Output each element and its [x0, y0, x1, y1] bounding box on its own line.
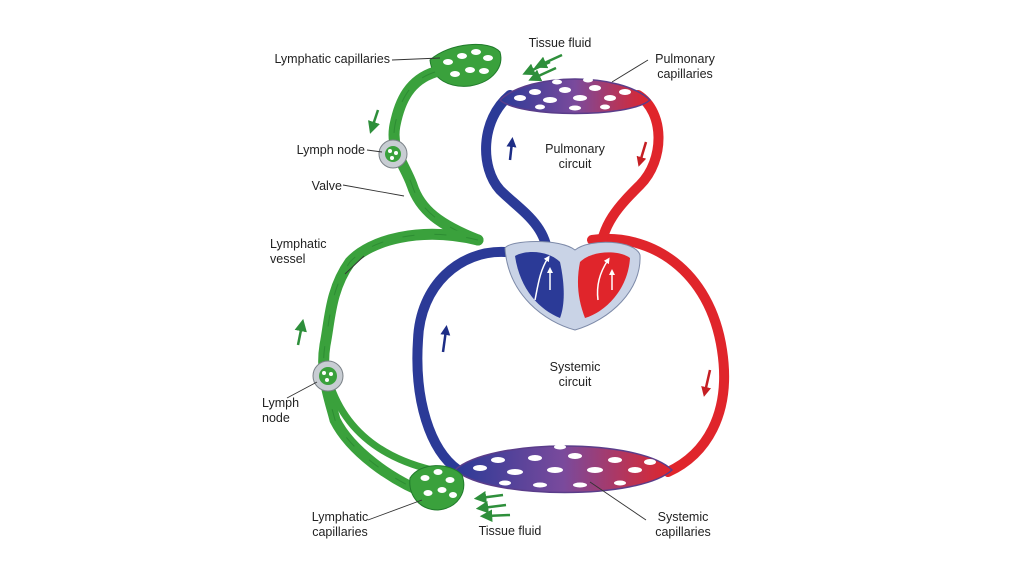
label-pulmonary-circuit: Pulmonary circuit [545, 142, 605, 171]
lymph-arrow-top [368, 109, 380, 134]
pulmonary-artery-right [595, 90, 664, 263]
heart [504, 241, 641, 331]
label-lymphatic-capillaries-top: Lymphatic capillaries [274, 52, 390, 66]
systemic-down-arrow [701, 369, 712, 397]
pulmonary-artery-arrow [601, 199, 611, 218]
pulmonary-capillary-bed [498, 77, 652, 115]
label-lymphatic-capillaries-bottom: Lymphatic capillaries [311, 510, 369, 539]
heart-left-side [577, 252, 630, 318]
label-systemic-circuit: Systemic circuit [549, 360, 601, 389]
label-systemic-capillaries: Systemic capillaries [655, 510, 711, 539]
lymphatic-system [312, 43, 502, 511]
label-lymph-node-bottom: Lymph node [262, 396, 300, 425]
pulmonary-up-arrow [506, 137, 517, 161]
systemic-vein [412, 246, 510, 475]
pulmonary-vein-left [481, 90, 553, 265]
tissue-fluid-arrows-top [522, 53, 563, 82]
systemic-capillary-bed [453, 444, 674, 494]
systemic-up-arrow [440, 325, 451, 353]
systemic-artery [587, 234, 730, 477]
leader-lines [286, 57, 649, 521]
tissue-fluid-arrows-bottom [473, 490, 511, 522]
label-tissue-fluid-top: Tissue fluid [528, 36, 592, 50]
label-pulmonary-capillaries: Pulmonary capillaries [655, 52, 715, 81]
label-valve: Valve [311, 179, 342, 193]
label-tissue-fluid-bottom: Tissue fluid [478, 524, 542, 538]
lymph-arrow-left [294, 318, 307, 346]
label-lymph-node-top: Lymph node [296, 143, 365, 157]
label-lymphatic-vessel: Lymphatic vessel [270, 237, 327, 266]
lymphatic-capillaries-top [429, 43, 502, 87]
pulmonary-down-arrow [636, 141, 648, 167]
pulmonary-vein-arrow [536, 197, 545, 216]
